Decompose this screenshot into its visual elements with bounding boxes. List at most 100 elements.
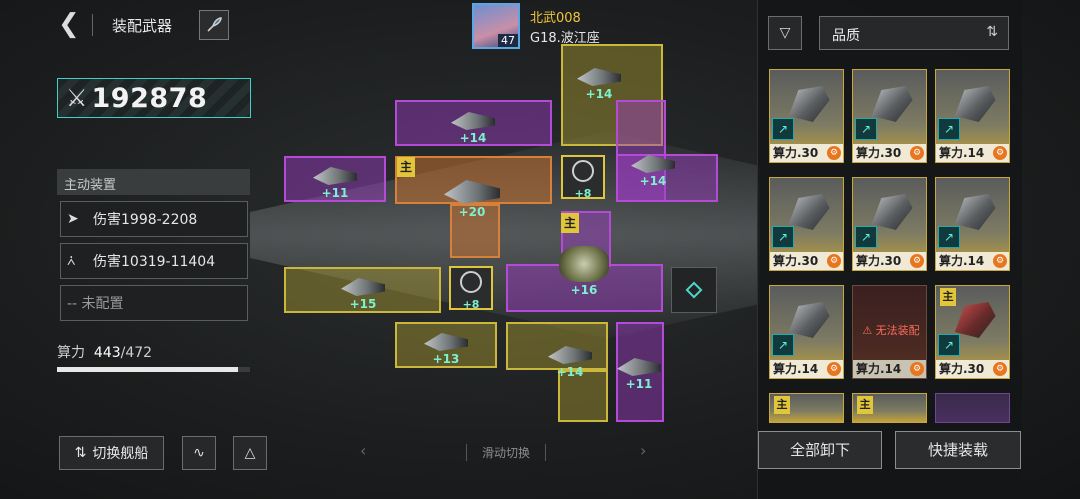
upgrade-icon: ⚙ — [910, 254, 924, 268]
slide-right-icon[interactable]: › — [640, 441, 647, 460]
grid-block[interactable] — [450, 204, 500, 258]
weapon-type-icon: ↗ — [938, 118, 960, 140]
upgrade-icon: ⚙ — [993, 362, 1007, 376]
weapon-type-icon: ↗ — [855, 226, 877, 248]
claw-icon: ⩑ — [67, 253, 76, 269]
combat-power-value: 192878 — [91, 82, 208, 114]
rotate-grid-button[interactable] — [671, 267, 717, 313]
emblem-button[interactable]: △ — [233, 436, 267, 470]
upgrade-icon: ⚙ — [827, 362, 841, 376]
inventory-card[interactable]: ↗ 算力.30⚙ — [852, 69, 927, 163]
weapon-w5[interactable]: +8 — [561, 155, 605, 200]
weapon-type-icon: ↗ — [772, 118, 794, 140]
weapon-w7[interactable]: +15 — [338, 278, 388, 311]
chevron-left-icon: ❮ — [58, 9, 80, 39]
weapon-w9[interactable]: +16 — [556, 246, 612, 297]
main-weapon-tag: 主 — [857, 396, 873, 414]
inventory-card[interactable]: 主 — [769, 393, 844, 423]
avatar[interactable]: 47 — [472, 3, 520, 49]
weapon-w8[interactable]: +8 — [449, 266, 493, 311]
compute-used: 443 — [93, 345, 121, 361]
active-devices-heading: 主动装置 — [57, 169, 250, 195]
compute-max: /472 — [120, 345, 153, 361]
upgrade-icon: ⚙ — [993, 146, 1007, 160]
filter-button[interactable]: ▽ — [768, 16, 802, 50]
slide-hint: 滑动切换 — [466, 444, 546, 461]
main-weapon-tag: 主 — [774, 396, 790, 414]
combat-power: ⚔ 192878 — [57, 78, 251, 118]
weapon-w12[interactable]: +11 — [614, 358, 664, 391]
sort-icon: ⇅ — [986, 24, 998, 40]
inventory-card[interactable]: ↗ 算力.14⚙ — [935, 177, 1010, 271]
gear-icon — [572, 160, 594, 182]
quick-load-button[interactable]: 快捷装载 — [895, 431, 1021, 469]
back-button[interactable]: ❮ — [58, 9, 84, 39]
inventory-card[interactable] — [935, 393, 1010, 423]
inventory-card[interactable]: ↗ 算力.14⚙ — [935, 69, 1010, 163]
upgrade-icon: ⚙ — [910, 362, 924, 376]
inventory-card[interactable]: 主 — [852, 393, 927, 423]
upgrade-icon: ⚙ — [910, 146, 924, 160]
rocket-button[interactable] — [199, 10, 229, 40]
main-weapon-tag: 主 — [940, 288, 956, 306]
inventory-card[interactable]: ↗ 算力.30⚙ — [852, 177, 927, 271]
weapon-w2[interactable]: +14 — [448, 112, 498, 145]
weapon-type-icon: ↗ — [938, 226, 960, 248]
weapon-w10[interactable]: +13 — [421, 333, 471, 366]
grid-block[interactable] — [558, 370, 608, 422]
grid-block[interactable] — [506, 322, 608, 370]
page-title: 装配武器 — [112, 17, 173, 35]
weapon-w11[interactable]: +14 — [545, 346, 595, 379]
player-location: G18.波江座 — [530, 31, 600, 46]
weapon-type-icon: ↗ — [855, 118, 877, 140]
main-weapon-tag: 主 — [397, 157, 415, 177]
upgrade-icon: ⚙ — [827, 146, 841, 160]
gear-icon — [460, 271, 482, 293]
swap-icon: ⇅ — [74, 445, 87, 461]
device-slot-label: -- 未配置 — [67, 296, 124, 312]
inventory-card[interactable]: 主 ↗ 算力.30⚙ — [935, 285, 1010, 379]
weapon-w4[interactable]: +20 — [442, 180, 502, 219]
grid-block[interactable] — [395, 100, 552, 146]
main-weapon-tag: 主 — [561, 213, 579, 233]
upgrade-icon: ⚙ — [993, 254, 1007, 268]
emblem-icon: △ — [244, 445, 256, 461]
weapon-type-icon: ↗ — [772, 334, 794, 356]
device-slot-3[interactable]: -- 未配置 — [60, 285, 248, 321]
sort-select[interactable]: 品质 ⇅ — [819, 16, 1009, 50]
wing-icon: ➤ — [67, 211, 79, 227]
compute-label: 算力 443/472 — [57, 345, 153, 361]
grid-block[interactable] — [616, 100, 666, 202]
compute-bar — [57, 367, 250, 372]
wave-icon: ∿ — [193, 445, 205, 461]
inventory-card[interactable]: ↗ 算力.14⚙ — [769, 285, 844, 379]
weapon-w3[interactable]: +11 — [310, 167, 360, 200]
unequip-all-button[interactable]: 全部卸下 — [758, 431, 882, 469]
inventory-card[interactable]: ↗ 算力.30⚙ — [769, 69, 844, 163]
weapon-type-icon: ↗ — [772, 226, 794, 248]
crossed-swords-icon: ⚔ — [66, 84, 88, 112]
device-slot-label: 伤害1998-2208 — [93, 212, 198, 228]
rocket-icon — [207, 17, 222, 32]
title-divider — [92, 14, 93, 36]
compute-bar-fill — [57, 367, 239, 372]
device-slot-label: 伤害10319-11404 — [93, 254, 216, 270]
filter-icon: ▽ — [779, 25, 791, 41]
inventory-card[interactable]: ↗ 算力.30⚙ — [769, 177, 844, 271]
upgrade-icon: ⚙ — [827, 254, 841, 268]
inventory-card[interactable]: ⚠ 无法装配 算力.14⚙ — [852, 285, 927, 379]
cannot-equip-warning: ⚠ 无法装配 — [862, 324, 920, 337]
slide-left-icon[interactable]: ‹ — [360, 441, 367, 460]
grid-block[interactable] — [395, 156, 552, 204]
weapon-w1[interactable]: +14 — [574, 68, 624, 101]
sort-label: 品质 — [832, 28, 860, 44]
device-slot-1[interactable]: ➤ 伤害1998-2208 — [60, 201, 248, 237]
player-name: 北武008 — [530, 11, 581, 26]
switch-ship-button[interactable]: ⇅ 切换舰船 — [59, 436, 164, 470]
diamond-icon — [685, 281, 703, 299]
weapon-w6[interactable]: +14 — [628, 155, 678, 188]
grid-block[interactable] — [561, 44, 663, 146]
wave-button[interactable]: ∿ — [182, 436, 216, 470]
player-level: 47 — [498, 34, 518, 47]
device-slot-2[interactable]: ⩑ 伤害10319-11404 — [60, 243, 248, 279]
